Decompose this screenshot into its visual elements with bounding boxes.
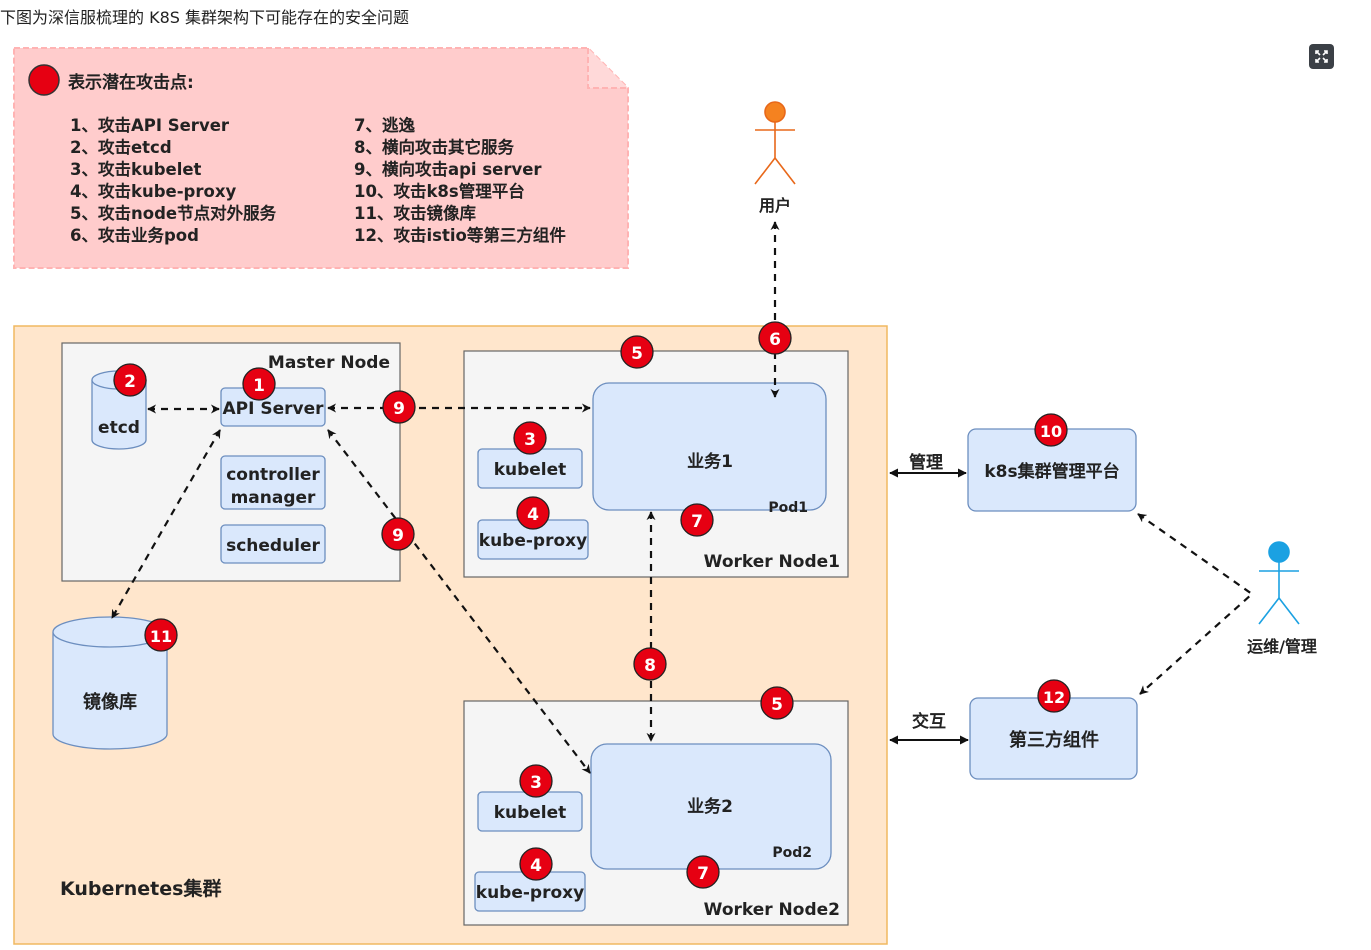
fullscreen-button[interactable]	[1309, 44, 1334, 69]
image-registry-label: 镜像库	[83, 691, 137, 713]
worker-node-2-title: Worker Node2	[704, 900, 840, 920]
controller-manager-label: controller	[226, 465, 320, 485]
connector-api-pod2	[327, 429, 591, 774]
etcd-label: etcd	[98, 418, 140, 438]
service1-label: 业务1	[687, 451, 733, 472]
legend-item: 8、横向攻击其它服务	[354, 137, 514, 157]
edge-label-manage: 管理	[909, 452, 943, 473]
svg-text:7: 7	[691, 512, 703, 532]
svg-text:5: 5	[631, 344, 643, 364]
image-registry-cylinder: 镜像库	[52, 616, 168, 750]
attack-marker-5: 5	[760, 686, 794, 720]
svg-text:4: 4	[530, 856, 542, 876]
svg-text:2: 2	[124, 372, 136, 392]
legend-marker-icon	[28, 64, 60, 96]
svg-text:12: 12	[1043, 688, 1065, 707]
attack-markers: 1 2 3 4 5 6 7 8 9 9 10 11 12 5 3 4 7	[113, 321, 1071, 889]
legend-item: 2、攻击etcd	[70, 137, 172, 157]
third-party-component-label: 第三方组件	[1009, 729, 1099, 751]
attack-marker-3: 3	[519, 764, 553, 798]
legend-item: 7、逃逸	[354, 115, 415, 135]
scheduler-box	[220, 524, 326, 564]
fullscreen-icon	[1315, 50, 1328, 63]
svg-text:10: 10	[1040, 422, 1062, 441]
connector-api-registry	[111, 429, 221, 619]
svg-text:1: 1	[253, 376, 265, 396]
attack-marker-2: 2	[113, 363, 147, 397]
k8s-management-platform-label: k8s集群管理平台	[984, 461, 1119, 482]
master-node-title: Master Node	[268, 353, 390, 373]
attack-marker-4: 4	[519, 847, 553, 881]
service2-label: 业务2	[687, 796, 733, 817]
edge-label-interact: 交互	[912, 711, 946, 732]
legend-item: 10、攻击k8s管理平台	[354, 181, 525, 201]
attack-marker-6: 6	[758, 321, 792, 355]
attack-marker-9: 9	[381, 517, 415, 551]
svg-text:7: 7	[697, 864, 709, 884]
legend-item: 4、攻击kube-proxy	[70, 181, 236, 201]
svg-text:3: 3	[530, 773, 542, 793]
kubelet-label: kubelet	[494, 803, 567, 823]
svg-text:4: 4	[527, 505, 539, 525]
attack-marker-4: 4	[516, 496, 550, 530]
legend-item: 9、横向攻击api server	[354, 159, 542, 179]
svg-text:11: 11	[150, 627, 172, 646]
controller-manager-label: manager	[231, 488, 316, 508]
pod2-label: Pod2	[772, 845, 812, 861]
attack-marker-7: 7	[686, 855, 720, 889]
ops-label: 运维/管理	[1247, 637, 1317, 656]
svg-text:8: 8	[644, 656, 656, 676]
pod1-label: Pod1	[768, 500, 808, 516]
legend-item: 1、攻击API Server	[70, 115, 230, 135]
connectors	[111, 221, 1254, 774]
user-actor-icon	[754, 101, 796, 185]
legend-title: 表示潜在攻击点:	[68, 72, 194, 93]
worker-node-1-title: Worker Node1	[704, 552, 840, 572]
kube-proxy-label: kube-proxy	[479, 531, 587, 551]
legend-item: 12、攻击istio等第三方组件	[354, 225, 566, 245]
kube-proxy-label: kube-proxy	[476, 883, 584, 903]
attack-marker-9: 9	[382, 390, 416, 424]
legend-item: 3、攻击kubelet	[70, 159, 202, 179]
user-label: 用户	[759, 196, 791, 215]
attack-marker-12: 12	[1037, 679, 1071, 713]
cluster-label: Kubernetes集群	[60, 877, 221, 900]
svg-text:3: 3	[524, 430, 536, 450]
connector-ops	[1137, 513, 1254, 695]
api-server-label: API Server	[222, 399, 324, 419]
controller-manager-box	[220, 455, 326, 510]
pod1-box	[592, 382, 827, 511]
ops-actor-icon	[1258, 541, 1300, 625]
svg-text:6: 6	[769, 330, 781, 350]
attack-marker-7: 7	[680, 503, 714, 537]
attack-marker-3: 3	[513, 421, 547, 455]
attack-marker-11: 11	[144, 618, 178, 652]
attack-marker-5: 5	[620, 335, 654, 369]
svg-text:5: 5	[771, 695, 783, 715]
attack-marker-8: 8	[633, 647, 667, 681]
attack-marker-1: 1	[242, 367, 276, 401]
legend-item: 11、攻击镜像库	[354, 203, 476, 223]
kubelet-label: kubelet	[494, 460, 567, 480]
legend-item: 6、攻击业务pod	[70, 225, 199, 245]
page-caption: 下图为深信服梳理的 K8S 集群架构下可能存在的安全问题	[0, 8, 410, 27]
legend-item: 5、攻击node节点对外服务	[70, 203, 277, 223]
scheduler-label: scheduler	[226, 536, 320, 556]
svg-text:9: 9	[393, 399, 405, 419]
svg-text:9: 9	[392, 526, 404, 546]
attack-marker-10: 10	[1034, 413, 1068, 447]
legend-panel: 表示潜在攻击点: 1、攻击API Server 2、攻击etcd 3、攻击kub…	[13, 47, 629, 269]
solid-connectors	[889, 468, 969, 745]
